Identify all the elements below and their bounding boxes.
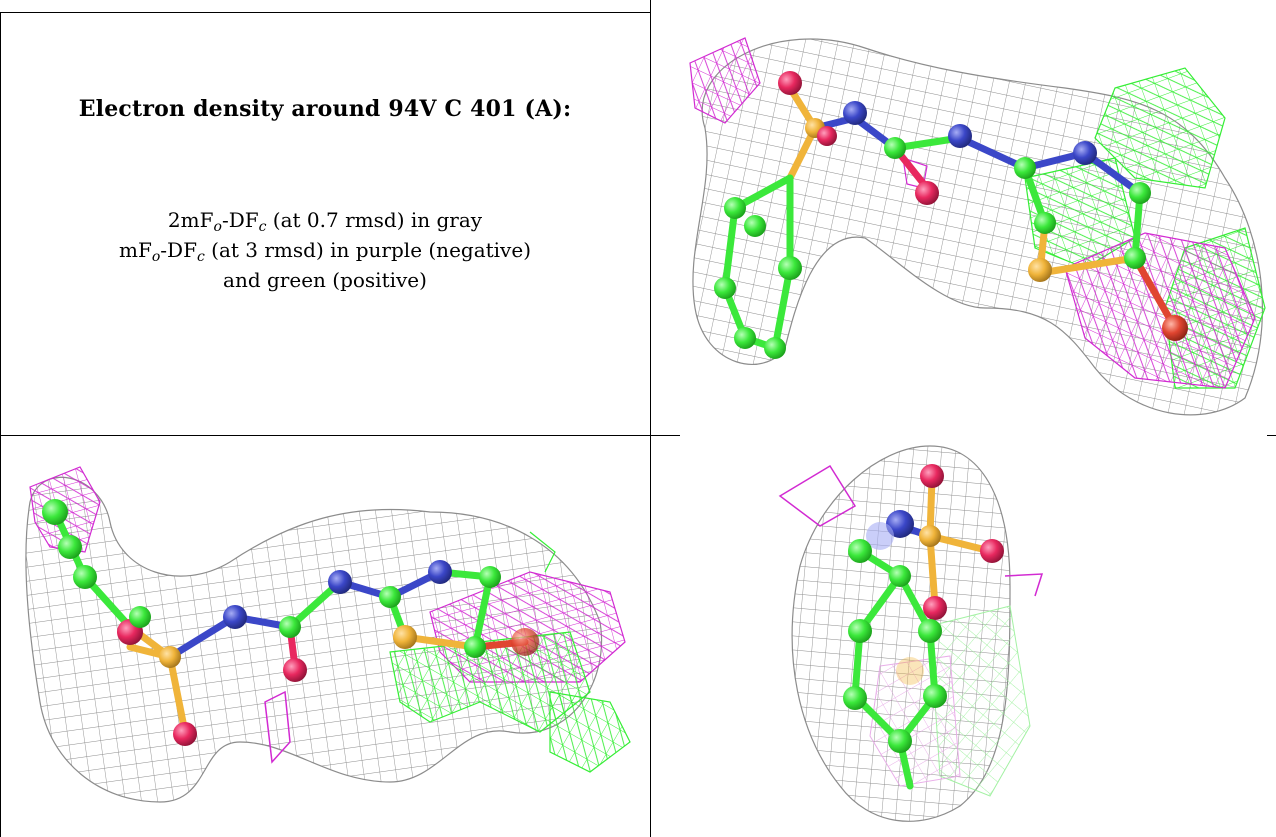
mesh-positive-3	[529, 531, 556, 573]
caption-legend: 2mFo-DFc (at 0.7 rmsd) in gray mFo-DFc (…	[0, 205, 650, 295]
mesh-positive-2	[549, 691, 631, 773]
legend-line-fofc: mFo-DFc (at 3 rmsd) in purple (negative)	[119, 238, 531, 265]
caption-cell: Electron density around 94V C 401 (A): 2…	[0, 0, 650, 435]
density-view-bottom-left	[10, 442, 642, 832]
density-view-top-right	[665, 8, 1270, 428]
mesh-positive	[389, 631, 591, 733]
table-divider-vertical	[650, 0, 651, 837]
molecule-render-3	[778, 445, 1044, 822]
mesh-negative-3	[1004, 573, 1044, 597]
table-divider-horizontal	[0, 435, 680, 436]
atoms-3	[843, 464, 1004, 753]
mesh-negative-2	[778, 464, 857, 527]
table-border-top	[0, 12, 650, 13]
table-border-left	[0, 12, 1, 837]
mesh-2fofc	[25, 476, 602, 803]
atoms-2	[42, 499, 539, 746]
molecule-render-1	[689, 37, 1266, 416]
caption-title: Electron density around 94V C 401 (A):	[78, 96, 572, 122]
table-divider-horizontal-right	[1267, 435, 1276, 436]
legend-line-positive: and green (positive)	[223, 268, 427, 292]
mesh-positive	[1094, 67, 1226, 189]
molecule-render-2	[25, 466, 631, 803]
atoms-1	[714, 71, 1188, 359]
mesh-negative-3	[264, 690, 291, 764]
density-view-bottom-right	[760, 436, 1060, 836]
mesh-negative-2	[1064, 232, 1256, 389]
mesh-negative	[689, 37, 761, 124]
legend-line-2fofc: 2mFo-DFc (at 0.7 rmsd) in gray	[167, 208, 483, 235]
